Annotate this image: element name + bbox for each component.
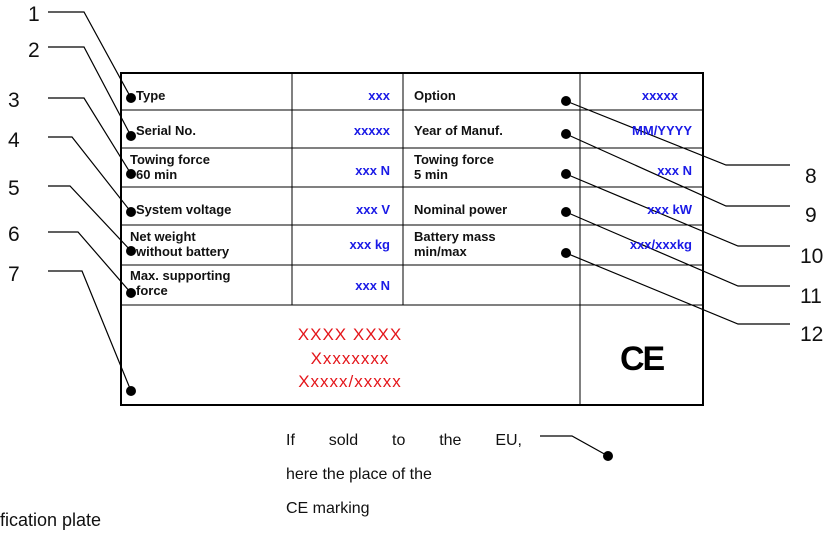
callout-10: 10	[800, 245, 824, 268]
value-year-of-manuf: MM/YYYY	[632, 123, 692, 138]
ce-note-line-3: CE marking	[286, 500, 370, 517]
manufacturer-line-3: Xxxxx/xxxxx	[298, 372, 402, 391]
label-towing-force-60: Towing force	[130, 152, 210, 167]
leader-lines-left	[48, 11, 132, 392]
value-towing-force-60: xxx N	[355, 163, 390, 178]
label-battery-mass: Battery mass	[414, 229, 496, 244]
value-towing-force-5: xxx N	[657, 163, 692, 178]
label-max-supporting-force-b: force	[136, 283, 168, 298]
value-option: xxxxx	[641, 88, 678, 103]
label-battery-mass-range: min/max	[414, 244, 467, 259]
value-battery-mass: xxx/xxxkg	[629, 237, 692, 252]
callout-5: 5	[8, 177, 20, 200]
label-system-voltage: System voltage	[136, 202, 232, 217]
value-net-weight: xxx kg	[349, 237, 390, 252]
leader-dots-right	[561, 96, 613, 461]
label-max-supporting-force: Max. supporting	[130, 268, 231, 283]
ce-note-line-2: here the place of the	[286, 466, 432, 483]
label-towing-force-5: Towing force	[414, 152, 494, 167]
manufacturer-line-1: XXXX XXXX	[297, 325, 403, 344]
callout-9: 9	[805, 204, 817, 227]
manufacturer-line-2: Xxxxxxxx	[310, 349, 390, 368]
ce-note-line-1: If sold to the EU,	[286, 432, 522, 449]
callout-11: 11	[800, 285, 822, 308]
callout-1: 1	[28, 3, 40, 26]
callout-8: 8	[805, 165, 817, 188]
identification-plate	[120, 72, 704, 406]
value-type: xxx	[368, 88, 390, 103]
callout-4: 4	[8, 129, 20, 152]
value-max-supporting-force: xxx N	[355, 278, 390, 293]
callout-7: 7	[8, 263, 20, 286]
value-system-voltage: xxx V	[356, 202, 390, 217]
label-towing-force-5-duration: 5 min	[414, 167, 448, 182]
label-net-weight-qualifier: without battery	[136, 244, 230, 259]
label-nominal-power: Nominal power	[414, 202, 508, 217]
callout-2: 2	[28, 39, 40, 62]
label-serial-no: Serial No.	[136, 123, 196, 138]
figure-caption: fication plate	[0, 510, 102, 530]
callout-3: 3	[8, 89, 20, 112]
label-year-of-manuf: Year of Manuf.	[414, 123, 503, 138]
leader-lines-right	[540, 100, 790, 457]
value-serial-no: xxxxx	[353, 123, 390, 138]
label-type: Type	[136, 88, 166, 103]
leader-dots-left	[126, 93, 136, 396]
label-net-weight: Net weight	[130, 229, 196, 244]
value-nominal-power: xxx kW	[647, 202, 692, 217]
ce-mark: CE	[620, 340, 665, 378]
callout-6: 6	[8, 223, 20, 246]
label-option: Option	[414, 88, 456, 103]
label-towing-force-60-duration: 60 min	[136, 167, 178, 182]
plate-grid	[121, 72, 703, 406]
callout-12: 12	[800, 323, 824, 346]
